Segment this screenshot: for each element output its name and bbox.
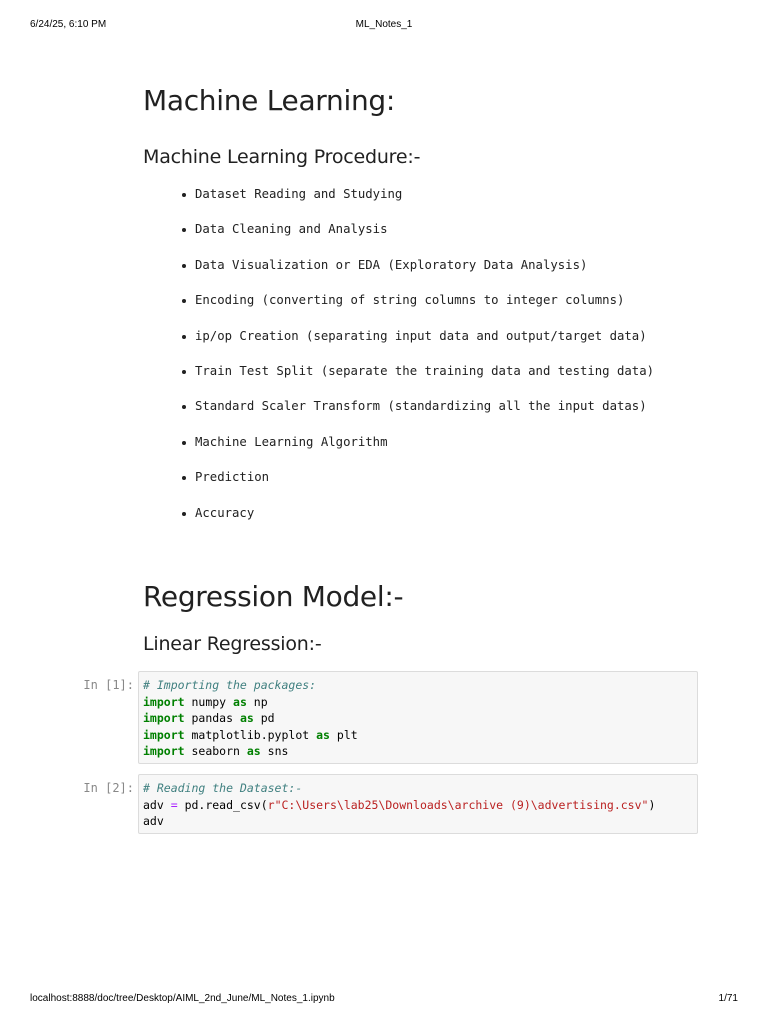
code-keyword: import	[143, 694, 185, 709]
code-keyword: as	[246, 744, 261, 758]
code-input[interactable]: # Importing the packages: import numpy a…	[138, 671, 698, 764]
list-item: Machine Learning Algorithm	[143, 432, 654, 467]
list-item: Dataset Reading and Studying	[143, 184, 654, 219]
list-item: Standard Scaler Transform (standardizing…	[143, 396, 654, 431]
cell-prompt: In [2]:	[83, 781, 134, 795]
list-item: ip/op Creation (separating input data an…	[143, 326, 654, 361]
cell-prompt: In [1]:	[83, 678, 134, 692]
code-line: adv	[143, 813, 693, 830]
code-keyword: as	[233, 694, 247, 709]
code-text: pd.read_csv(	[177, 797, 268, 812]
list-item: Train Test Split (separate the training …	[143, 361, 654, 396]
code-input[interactable]: # Reading the Dataset:- adv = pd.read_cs…	[138, 774, 698, 834]
code-text: numpy	[184, 694, 234, 709]
code-line: adv = pd.read_csv(r"C:\Users\lab25\Downl…	[143, 797, 693, 814]
print-header: 6/24/25, 6:10 PM ML_Notes_1	[30, 19, 738, 33]
code-text: adv	[143, 797, 171, 812]
print-url: localhost:8888/doc/tree/Desktop/AIML_2nd…	[30, 993, 335, 1004]
code-line: # Reading the Dataset:-	[143, 780, 693, 797]
code-text: pandas	[184, 711, 240, 725]
procedure-list: Dataset Reading and Studying Data Cleani…	[143, 184, 654, 538]
heading-regression-model: Regression Model:-	[143, 580, 404, 613]
page-number: 1/71	[718, 993, 738, 1004]
code-operator: =	[170, 797, 178, 812]
code-text: plt	[329, 727, 358, 742]
code-comment: # Importing the packages:	[143, 678, 317, 692]
code-text: pd	[253, 711, 275, 725]
code-line: # Importing the packages:	[143, 677, 693, 694]
list-item: Prediction	[143, 467, 654, 502]
list-item: Data Visualization or EDA (Exploratory D…	[143, 255, 654, 290]
code-line: import seaborn as sns	[143, 743, 693, 760]
code-line: import matplotlib.pyplot as plt	[143, 727, 693, 744]
code-line: import numpy as np	[143, 694, 693, 711]
code-text: )	[648, 797, 656, 812]
code-keyword: as	[239, 711, 254, 725]
print-doc-title: ML_Notes_1	[355, 19, 413, 30]
code-keyword: import	[143, 727, 185, 742]
code-keyword: import	[143, 744, 185, 758]
list-item: Accuracy	[143, 503, 654, 538]
code-text: np	[246, 694, 268, 709]
list-item: Encoding (converting of string columns t…	[143, 290, 654, 325]
heading-ml-procedure: Machine Learning Procedure:-	[143, 146, 421, 168]
code-text: adv	[143, 814, 164, 828]
code-text: matplotlib.pyplot	[184, 727, 317, 742]
code-line: import pandas as pd	[143, 710, 693, 727]
code-keyword: import	[143, 711, 185, 725]
list-item: Data Cleaning and Analysis	[143, 219, 654, 254]
heading-linear-regression: Linear Regression:-	[143, 633, 322, 655]
print-date: 6/24/25, 6:10 PM	[30, 19, 107, 30]
code-comment: # Reading the Dataset:-	[143, 781, 303, 795]
code-text: seaborn	[184, 744, 247, 758]
code-keyword: as	[316, 727, 330, 742]
print-footer: localhost:8888/doc/tree/Desktop/AIML_2nd…	[30, 993, 738, 1007]
code-string: r"C:\Users\lab25\Downloads\archive (9)\a…	[267, 797, 649, 812]
heading-machine-learning: Machine Learning:	[143, 84, 395, 117]
code-text: sns	[260, 744, 289, 758]
